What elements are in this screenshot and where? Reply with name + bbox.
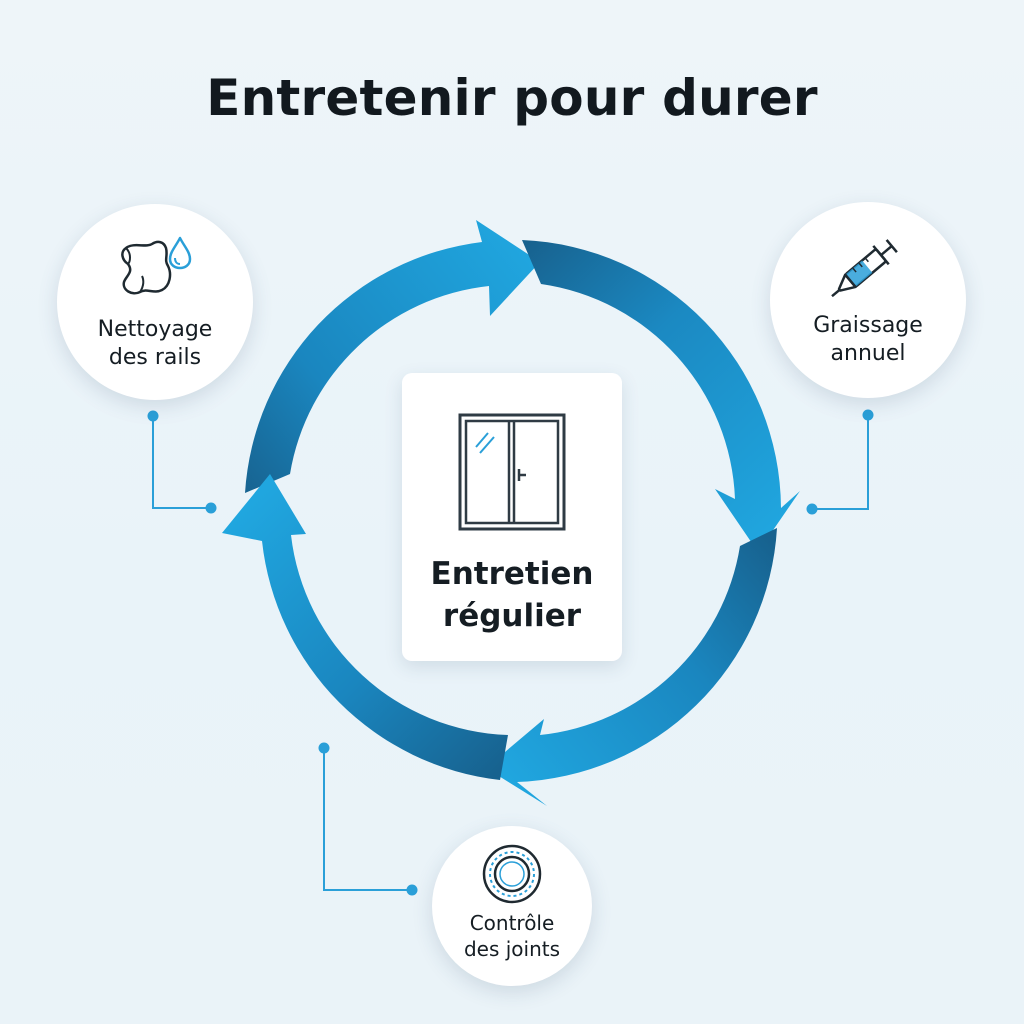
node-annual-greasing-label: Graissage annuel (770, 312, 966, 368)
diagram-title: Entretenir pour durer (206, 69, 818, 127)
center-label-line2: régulier (442, 598, 582, 634)
node-rail-cleaning-line2: des rails (108, 345, 202, 370)
center-label-line1: Entretien (430, 556, 594, 592)
node-rail-cleaning-line1: Nettoyage (97, 317, 213, 342)
node-seal-check-line1: Contrôle (469, 911, 555, 935)
seal-ring-icon (482, 844, 542, 904)
connector-clean (152, 416, 211, 509)
grease-syringe-icon (831, 239, 898, 298)
center-card: Entretien régulier (402, 373, 622, 661)
connector-dot-grease-top (862, 409, 874, 421)
center-label: Entretien régulier (402, 553, 622, 637)
arrow-top-left (245, 220, 540, 493)
node-seal-check-line2: des joints (463, 937, 561, 961)
arrow-bottom-left (222, 474, 508, 780)
connector-dot-seal-top (318, 742, 330, 754)
node-seal-check-label: Contrôle des joints (432, 910, 592, 962)
node-rail-cleaning-label: Nettoyage des rails (57, 316, 253, 372)
connector-grease (812, 415, 869, 510)
cloth-water-drop-icon (121, 236, 192, 295)
node-annual-greasing: Graissage annuel (770, 202, 966, 398)
connector-seal (323, 748, 412, 891)
node-rail-cleaning: Nettoyage des rails (57, 204, 253, 400)
arrow-top-right (522, 240, 800, 552)
node-annual-greasing-line2: annuel (830, 341, 906, 366)
connector-dot-seal-end (406, 884, 418, 896)
sliding-window-icon (458, 413, 566, 531)
node-seal-check: Contrôle des joints (432, 826, 592, 986)
arrow-bottom-right (486, 528, 777, 806)
node-annual-greasing-line1: Graissage (813, 313, 923, 338)
connector-dot-grease-end (806, 503, 818, 515)
connector-dot-clean-end (205, 502, 217, 514)
connector-dot-clean-top (147, 410, 159, 422)
